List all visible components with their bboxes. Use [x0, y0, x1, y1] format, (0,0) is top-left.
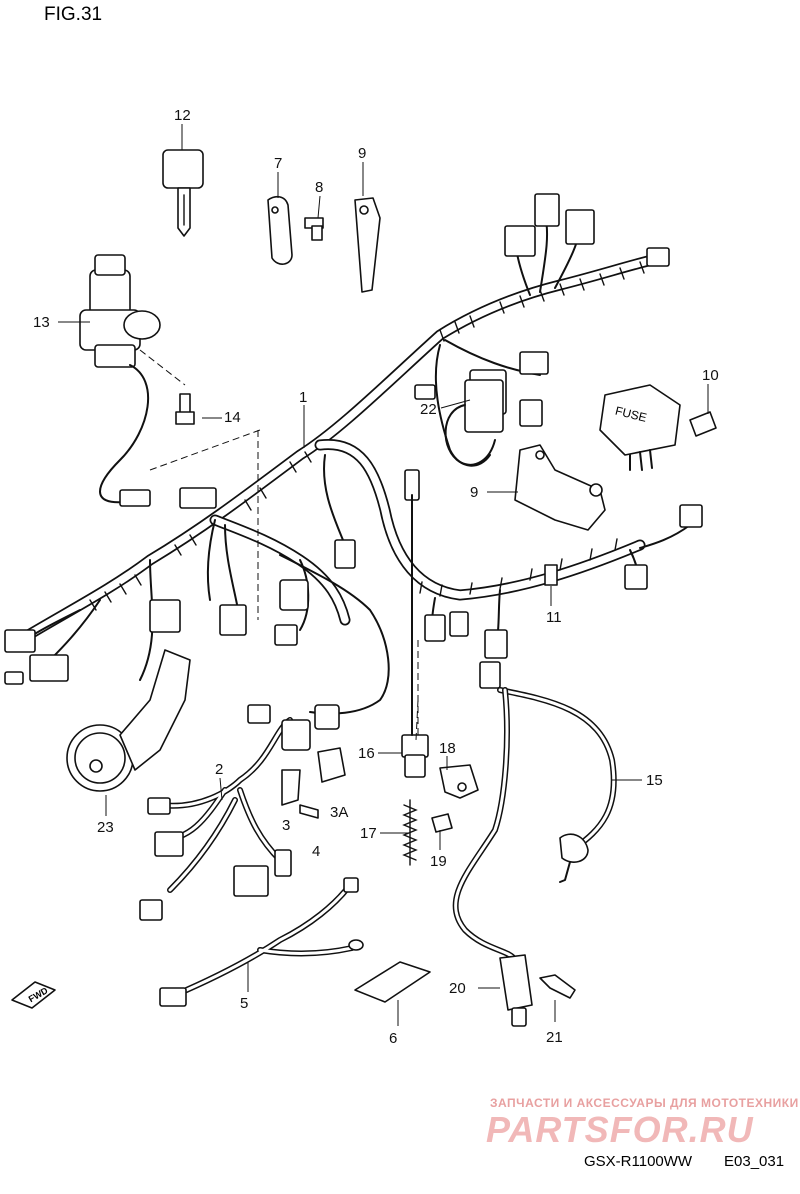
bolt-20	[539, 974, 576, 999]
bolt-9-upper	[689, 411, 717, 437]
watermark: ЗАПЧАСТИ И АКСЕССУАРЫ ДЛЯ МОТОТЕХНИКИ PA…	[486, 1096, 799, 1150]
callout-3: 3	[282, 817, 290, 834]
callout-22: 23	[97, 819, 114, 836]
callout-leaders	[58, 124, 709, 1026]
horn-22	[66, 649, 191, 792]
callout-5: 7	[274, 155, 282, 172]
callout-13: 13	[33, 314, 50, 331]
callout-12: 12	[174, 107, 191, 124]
callout-19: 20	[449, 980, 466, 997]
callout-23: 6	[389, 1030, 397, 1047]
ground-lead-11	[159, 877, 364, 1007]
callout-2: 2	[215, 761, 223, 778]
spring-16	[402, 799, 418, 866]
relay-21	[444, 379, 504, 466]
switch-17	[439, 764, 479, 799]
bracket-8	[514, 444, 606, 531]
watermark-tagline: ЗАПЧАСТИ И АКСЕССУАРЫ ДЛЯ МОТОТЕХНИКИ	[490, 1096, 799, 1110]
brake-switch-15	[401, 494, 429, 778]
callout-15: 16	[358, 745, 375, 762]
diagram-code: E03_031	[724, 1153, 784, 1170]
watermark-brand-logo: PARTSFOR.RU	[486, 1109, 754, 1150]
callout-7: 9	[358, 145, 366, 162]
callout-16: 17	[360, 825, 377, 842]
callout-20: 21	[546, 1029, 563, 1046]
callout-4: 4	[312, 843, 320, 860]
label-sheet-23	[354, 961, 431, 1003]
bolt-6	[304, 217, 324, 241]
harness-connectors	[4, 193, 703, 689]
clamp-3a	[317, 747, 346, 783]
callout-numbers: 12 7 8 9 13 14 1 22 9 10 11 15 2 3 3A 4 …	[33, 107, 719, 1047]
fuse-box: FUSE	[599, 384, 681, 471]
callout-6: 8	[315, 179, 323, 196]
ignition-key	[162, 149, 204, 237]
callout-14: 14	[224, 409, 241, 426]
sensor-19	[452, 687, 533, 1027]
model-code: GSX-R1100WW	[584, 1153, 693, 1170]
ignition-switch	[79, 254, 161, 507]
clamp-3	[281, 769, 301, 806]
figure-title: FIG.31	[44, 4, 102, 25]
callout-3a: 3A	[330, 804, 348, 821]
callout-9-lower: 11	[546, 609, 562, 626]
cable-tie-7	[354, 197, 381, 293]
callout-11: 5	[240, 995, 248, 1012]
main-harness	[14, 214, 691, 715]
screw-4	[299, 804, 319, 819]
callout-10: 15	[646, 772, 663, 789]
guide-lines	[139, 349, 419, 741]
bolt-14	[175, 393, 195, 425]
callout-9-upper: 10	[702, 367, 719, 384]
callout-8: 9	[470, 484, 478, 501]
callout-18: 19	[430, 853, 447, 870]
cable-10	[497, 687, 617, 883]
clamp-5	[267, 195, 293, 265]
screw-18	[431, 813, 453, 833]
callout-1: 1	[299, 389, 307, 406]
callout-21: 22	[420, 401, 437, 418]
bolt-9-lower	[544, 564, 558, 586]
callout-17: 18	[439, 740, 456, 757]
sub-harness-2	[139, 704, 340, 921]
fwd-arrow-icon: FWD	[11, 981, 56, 1009]
